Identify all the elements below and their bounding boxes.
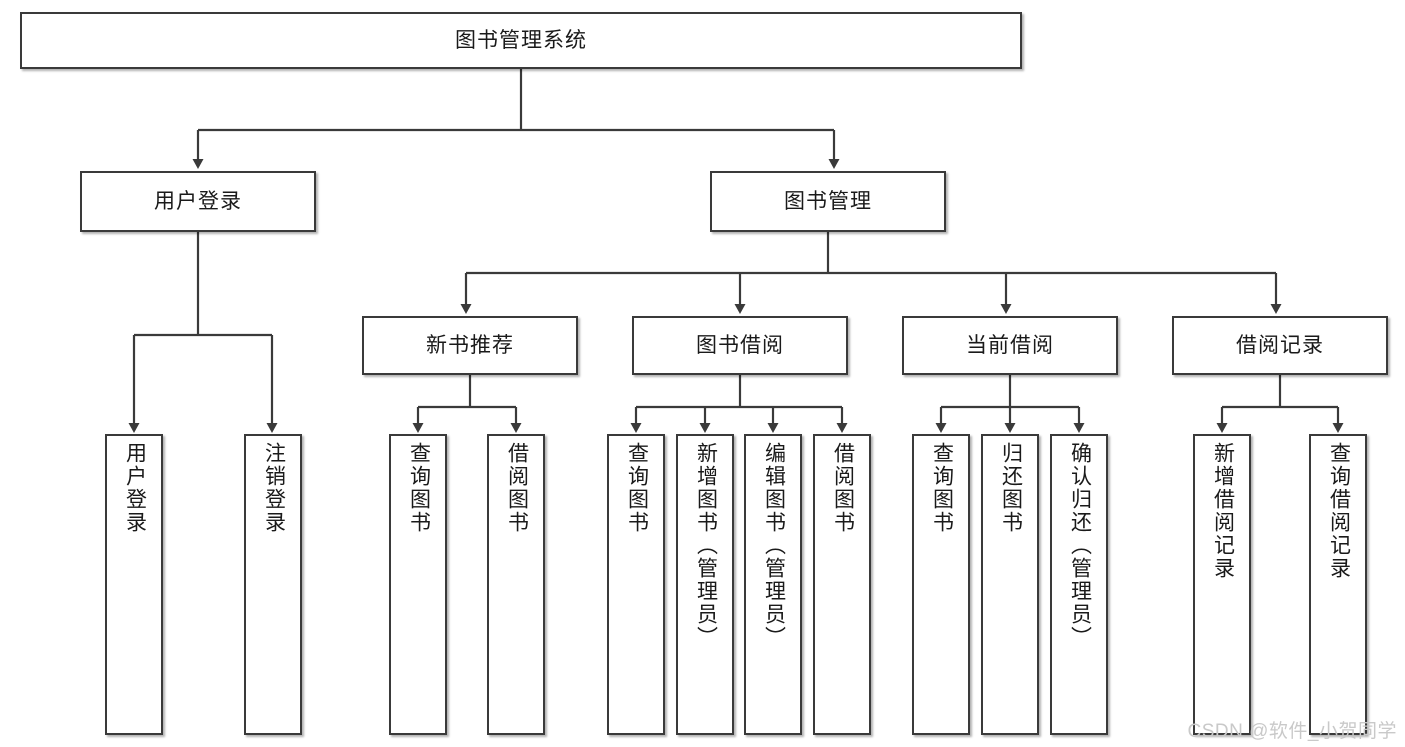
leaf-borrow-book-label: 借阅图书 [831,442,855,534]
leaf-query-books-new-label: 查询图书 [407,442,431,534]
leaf-query-borrow-record[interactable]: 查询借阅记录 [1309,434,1367,735]
leaf-query-books-current[interactable]: 查询图书 [912,434,970,735]
leaf-query-books-borrow[interactable]: 查询图书 [607,434,665,735]
leaf-query-books-current-label: 查询图书 [930,442,954,534]
leaf-return-book-label: 归还图书 [999,442,1023,534]
leaf-borrow-book[interactable]: 借阅图书 [813,434,871,735]
leaf-confirm-return-admin[interactable]: 确认归还（管理员） [1050,434,1108,735]
node-root[interactable]: 图书管理系统 [20,12,1022,69]
node-new-book-recommend[interactable]: 新书推荐 [362,316,578,375]
leaf-add-book-admin-label: 新增图书（管理员） [694,442,718,649]
node-user-login-label: 用户登录 [154,189,242,213]
leaf-query-borrow-record-label: 查询借阅记录 [1327,442,1351,580]
node-new-book-recommend-label: 新书推荐 [426,333,514,357]
node-current-borrow[interactable]: 当前借阅 [902,316,1118,375]
leaf-add-book-admin[interactable]: 新增图书（管理员） [676,434,734,735]
node-borrow-records[interactable]: 借阅记录 [1172,316,1388,375]
node-user-login[interactable]: 用户登录 [80,171,316,232]
leaf-query-books-borrow-label: 查询图书 [625,442,649,534]
node-book-borrow[interactable]: 图书借阅 [632,316,848,375]
node-borrow-records-label: 借阅记录 [1236,333,1324,357]
leaf-add-borrow-record[interactable]: 新增借阅记录 [1193,434,1251,735]
leaf-user-login[interactable]: 用户登录 [105,434,163,735]
leaf-query-books-new[interactable]: 查询图书 [389,434,447,735]
leaf-return-book[interactable]: 归还图书 [981,434,1039,735]
node-book-borrow-label: 图书借阅 [696,333,784,357]
leaf-borrow-books-new-label: 借阅图书 [505,442,529,534]
node-root-label: 图书管理系统 [455,28,587,52]
leaf-confirm-return-admin-label: 确认归还（管理员） [1068,442,1092,649]
leaf-logout-label: 注销登录 [262,442,286,534]
leaf-edit-book-admin[interactable]: 编辑图书（管理员） [744,434,802,735]
node-current-borrow-label: 当前借阅 [966,333,1054,357]
leaf-logout[interactable]: 注销登录 [244,434,302,735]
node-book-management-label: 图书管理 [784,189,872,213]
csdn-watermark: CSDN @软件_小贺同学 [1187,721,1397,742]
leaf-add-borrow-record-label: 新增借阅记录 [1211,442,1235,580]
leaf-user-login-label: 用户登录 [123,442,147,534]
leaf-edit-book-admin-label: 编辑图书（管理员） [762,442,786,649]
leaf-borrow-books-new[interactable]: 借阅图书 [487,434,545,735]
node-book-management[interactable]: 图书管理 [710,171,946,232]
